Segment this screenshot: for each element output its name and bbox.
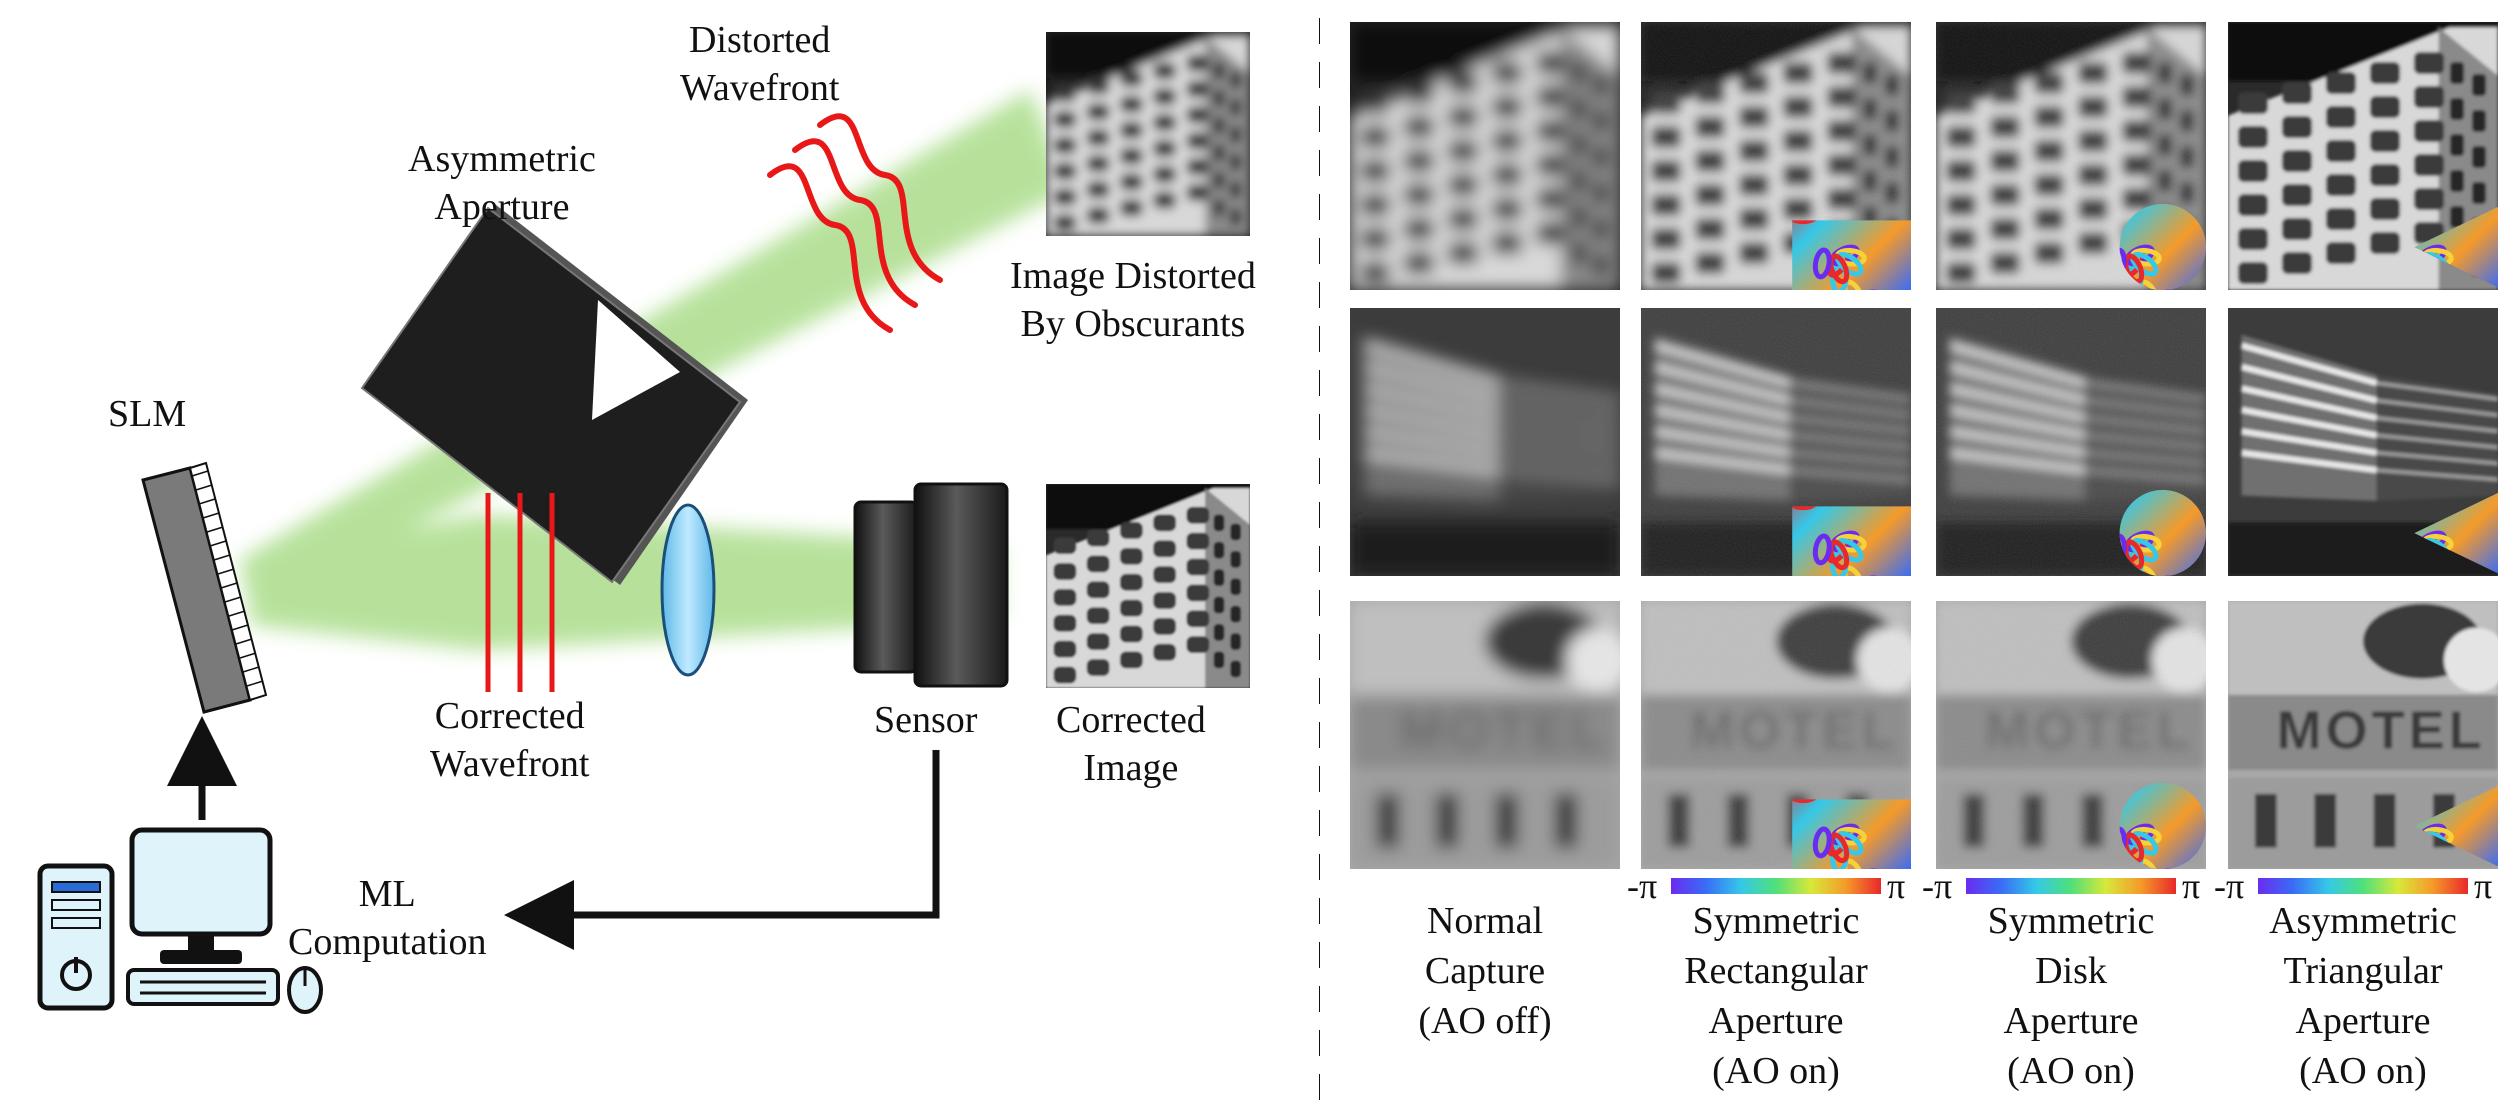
result-tile-office-col4	[2228, 308, 2498, 576]
mouse-icon	[287, 966, 323, 1014]
distorted-wavefront-icon	[767, 113, 943, 333]
colorbar-max-label: π	[2182, 866, 2201, 906]
result-tile-office-col2	[1641, 308, 1911, 576]
sensor-camera	[853, 482, 1009, 688]
slm-label: SLM	[108, 393, 187, 435]
colorbar-min-label: -π	[2214, 866, 2245, 906]
column-label-line: Disk	[2035, 950, 2107, 992]
result-tile-building-col2	[1641, 22, 1911, 290]
column-label-line: Symmetric	[1692, 900, 1860, 942]
column-label-line: Asymmetric	[2269, 900, 2457, 942]
slm-pixel-lines	[191, 470, 264, 687]
computer-icon	[37, 827, 323, 1014]
column-label-line: (AO on)	[2007, 1050, 2135, 1092]
result-tile-building-col3	[1936, 22, 2206, 290]
column-label-line: Aperture	[2295, 1000, 2431, 1042]
column-label-line: (AO on)	[2299, 1050, 2427, 1092]
asymmetric-aperture-block	[360, 205, 748, 585]
column-label-line: Triangular	[2283, 950, 2443, 992]
beam-lower	[250, 515, 1000, 650]
sensor-label: Sensor	[874, 699, 978, 741]
column-label-line: Capture	[1424, 950, 1546, 992]
svg-text:MOTEL: MOTEL	[2277, 700, 2486, 760]
corrected-image-thumbnail	[1046, 484, 1250, 688]
column-label-line: (AO on)	[1712, 1050, 1840, 1092]
corrected-wavefront-icon	[485, 493, 555, 692]
camera-lens-barrel	[853, 500, 919, 674]
result-tile-motel-col2: MOTEL	[1641, 601, 1911, 869]
adaptive-optics-setup-diagram	[37, 18, 1320, 1105]
colorbar-max-label: π	[1887, 866, 1906, 906]
colorbar-min-label: -π	[1922, 866, 1953, 906]
column-label-line: Symmetric	[1987, 900, 2155, 942]
triangle-opening-icon	[592, 300, 680, 420]
colorbar-min-label: -π	[1627, 866, 1658, 906]
phase-colorbar	[1671, 878, 1881, 894]
column-label-line: Rectangular	[1684, 950, 1868, 992]
result-tile-motel-col4: MOTEL	[2228, 601, 2498, 869]
result-tile-motel-col1: MOTEL	[1350, 601, 1620, 869]
sensor-to-ml-arrow	[504, 750, 940, 950]
colorbar-max-label: π	[2474, 866, 2493, 906]
svg-text:MOTEL: MOTEL	[1399, 700, 1608, 760]
column-label-line: Normal	[1426, 900, 1544, 942]
camera-body	[913, 482, 1009, 688]
result-tile-motel-col3: MOTEL	[1936, 601, 2206, 869]
phase-colorbar	[2258, 878, 2468, 894]
column-label-line: Aperture	[1708, 1000, 1844, 1042]
image-distorted-thumbnail	[1046, 32, 1250, 236]
keyboard	[126, 968, 280, 1006]
column-label-line: Aperture	[2003, 1000, 2139, 1042]
column-label-line: (AO off)	[1418, 1000, 1552, 1042]
result-tile-office-col3	[1936, 308, 2206, 576]
lens-icon	[660, 503, 716, 677]
aperture-body	[360, 206, 742, 584]
computer-monitor	[129, 827, 273, 937]
result-tile-office-col1	[1350, 308, 1620, 576]
phase-colorbar	[1966, 878, 2176, 894]
slm-device	[141, 461, 268, 714]
result-tile-building-col1	[1350, 22, 1620, 290]
result-tile-building-col4	[2228, 22, 2498, 290]
